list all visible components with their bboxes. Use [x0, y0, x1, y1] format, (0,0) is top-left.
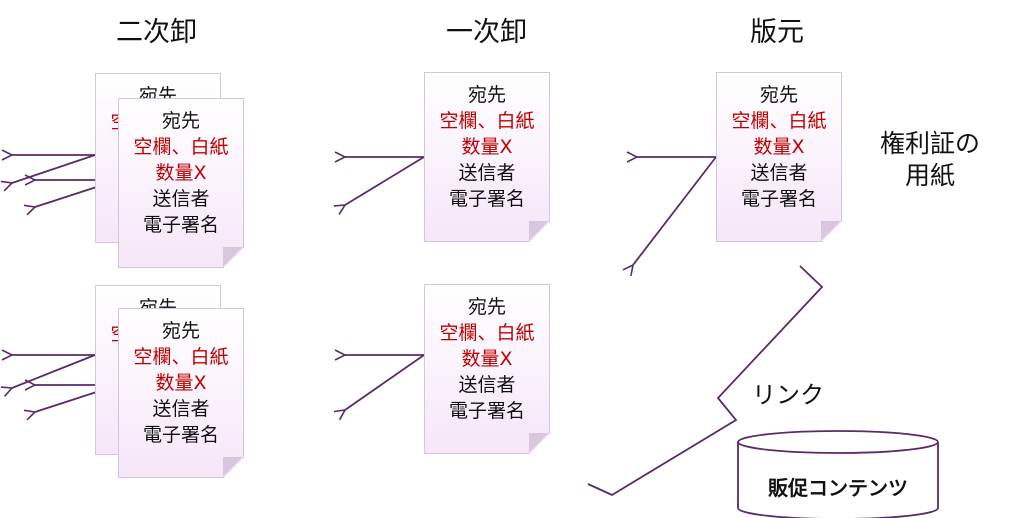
arrow-primary-to-secondary-4 [345, 354, 425, 410]
arrow-publisher-to-primary-2 [633, 156, 717, 265]
doc-sender: 送信者 [458, 374, 516, 396]
doc-quantity: 数量X [753, 136, 805, 158]
doc-blank-field: 空欄、白紙 [731, 110, 827, 132]
doc-blank-field: 空欄、白紙 [439, 322, 535, 344]
doc-signature: 電子署名 [142, 214, 219, 236]
doc-recipient: 宛先 [467, 84, 506, 106]
side-label-line-1: 権利証の [880, 129, 981, 158]
doc-quantity: 数量X [155, 372, 207, 394]
header-secondary-wholesaler: 二次卸 [116, 17, 197, 48]
doc-signature: 電子署名 [448, 400, 525, 422]
doc-blank-field: 空欄、白紙 [133, 136, 229, 158]
document-secondary-bottom-front: 宛先 空欄、白紙 数量X 送信者 電子署名 [118, 308, 244, 478]
database-label: 販促コンテンツ [768, 476, 908, 500]
doc-quantity: 数量X [461, 136, 513, 158]
rights-certificate-paper-label: 権利証の 用紙 [880, 128, 980, 192]
doc-quantity: 数量X [461, 348, 513, 370]
doc-blank-field: 空欄、白紙 [133, 346, 229, 368]
doc-quantity: 数量X [155, 162, 207, 184]
doc-recipient: 宛先 [161, 320, 200, 342]
arrow-primary-to-secondary-2 [345, 156, 425, 205]
document-publisher: 宛先 空欄、白紙 数量X 送信者 電子署名 [716, 72, 842, 242]
doc-recipient: 宛先 [161, 110, 200, 132]
document-primary-top: 宛先 空欄、白紙 数量X 送信者 電子署名 [424, 72, 550, 242]
header-primary-wholesaler: 一次卸 [446, 17, 527, 48]
arrow-secondary-out-6 [12, 354, 96, 388]
doc-recipient: 宛先 [467, 296, 506, 318]
document-secondary-top-front: 宛先 空欄、白紙 数量X 送信者 電子署名 [118, 98, 244, 268]
doc-sender: 送信者 [750, 162, 808, 184]
header-publisher: 版元 [750, 17, 804, 48]
doc-signature: 電子署名 [448, 188, 525, 210]
doc-sender: 送信者 [152, 398, 210, 420]
database-cylinder-icon [737, 430, 939, 518]
link-label: リンク [752, 381, 824, 409]
doc-signature: 電子署名 [142, 424, 219, 446]
doc-sender: 送信者 [458, 162, 516, 184]
doc-sender: 送信者 [152, 188, 210, 210]
doc-signature: 電子署名 [740, 188, 817, 210]
doc-blank-field: 空欄、白紙 [439, 110, 535, 132]
doc-recipient: 宛先 [759, 84, 798, 106]
document-primary-bottom: 宛先 空欄、白紙 数量X 送信者 電子署名 [424, 284, 550, 454]
link-brace [587, 265, 824, 497]
side-label-line-2: 用紙 [905, 161, 956, 190]
arrow-secondary-out-2 [12, 154, 96, 183]
